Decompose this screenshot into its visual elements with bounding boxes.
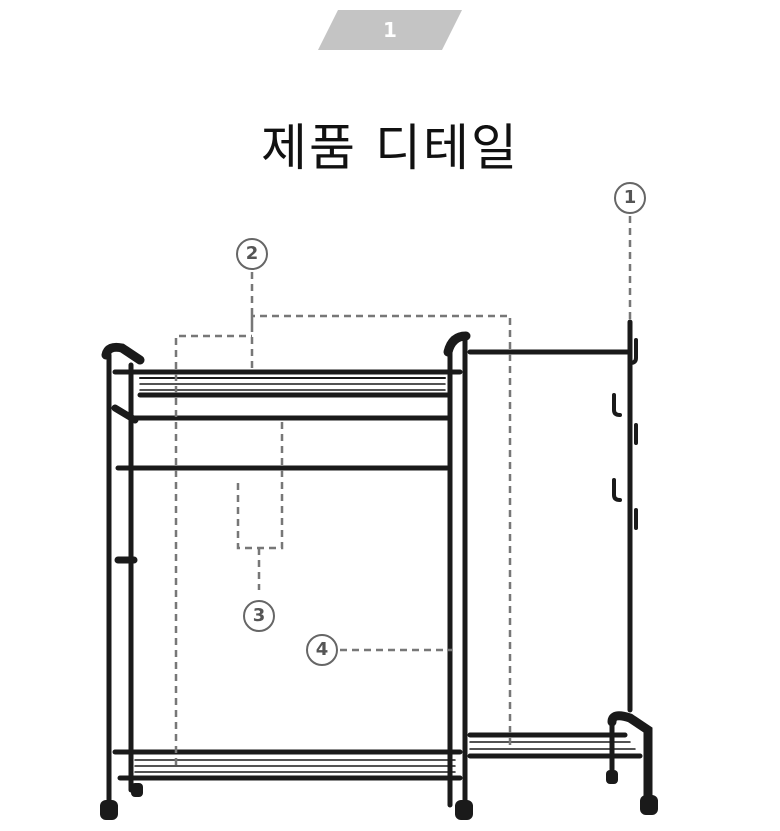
badge-shape xyxy=(318,10,462,50)
callout-2: 2 xyxy=(236,238,268,270)
callout-3: 3 xyxy=(243,600,275,632)
callout-1: 1 xyxy=(614,182,646,214)
section-number-badge: 1 xyxy=(318,10,462,50)
section-number: 1 xyxy=(383,18,397,42)
callout-4: 4 xyxy=(306,634,338,666)
page-title: 제품 디테일 xyxy=(261,119,519,177)
